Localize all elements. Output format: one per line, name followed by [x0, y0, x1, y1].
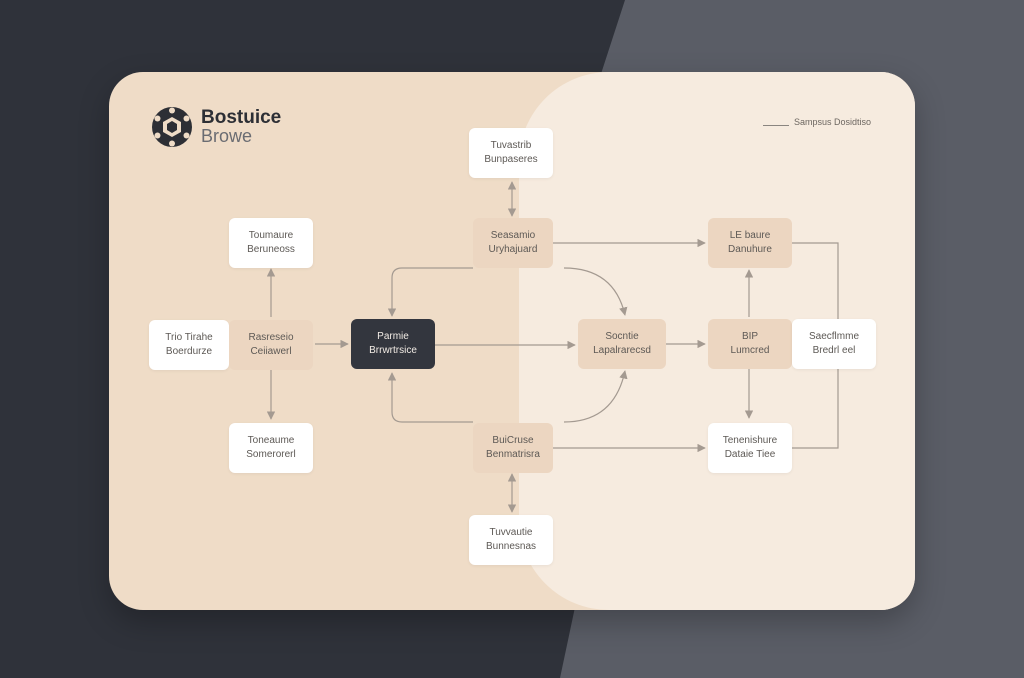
- node-line: Lumcred: [730, 345, 770, 356]
- node-top-mid[interactable]: Seasamio Uryhajuard: [473, 218, 553, 268]
- node-line: Parmie: [377, 331, 409, 342]
- brand-name: Bostuice: [201, 107, 282, 128]
- node-left-mid[interactable]: Rasreseio Ceiiawerl: [229, 320, 313, 370]
- node-line: Seasamio: [490, 230, 536, 241]
- wire-mid-loop-up: [387, 267, 473, 317]
- node-line: Ceiiawerl: [250, 346, 292, 357]
- node-line: Lapalrarecsd: [593, 345, 651, 356]
- wire-curve-down: [563, 267, 628, 316]
- node-right-mid[interactable]: BIP Lumcred: [708, 319, 792, 369]
- hexagon-dots-icon: [152, 107, 192, 147]
- brand-subtitle: Browe: [201, 126, 253, 146]
- node-top-upper[interactable]: Tuvastrib Bunpaseres: [469, 128, 553, 178]
- wire-mid-loop-down: [387, 372, 473, 423]
- node-line: Trio Tirahe: [165, 332, 213, 343]
- node-center-right[interactable]: Socntie Lapalrarecsd: [578, 319, 666, 369]
- node-center-dark[interactable]: Parmie Brrwrtrsice: [351, 319, 435, 369]
- header-label: Sampsus Dosidtiso: [794, 117, 872, 127]
- node-line: Boerdurze: [165, 346, 213, 357]
- node-line: Tenenishure: [722, 435, 778, 446]
- wire-curve-up: [563, 370, 628, 423]
- node-line: Somerorerl: [246, 449, 296, 460]
- diagram-card: Bostuice Browe Sampsus Dosidtiso Tuvastr…: [109, 72, 915, 610]
- node-line: BuiCruse: [492, 435, 534, 446]
- node-left-input[interactable]: Trio Tirahe Boerdurze: [149, 320, 229, 370]
- node-line: Bunpaseres: [484, 154, 538, 165]
- node-right-output[interactable]: Saecflmme Bredrl eel: [792, 319, 876, 369]
- node-line: Tuvastrib: [490, 140, 532, 151]
- header-rule: [763, 125, 789, 126]
- node-right-upper[interactable]: LE baure Danuhure: [708, 218, 792, 268]
- brand: Bostuice Browe: [151, 106, 281, 148]
- node-line: Beruneoss: [247, 244, 295, 255]
- node-line: Benmatrisra: [486, 449, 540, 460]
- node-line: Bunnesnas: [485, 541, 537, 552]
- node-line: Dataie Tiee: [724, 449, 776, 460]
- node-left-lower[interactable]: Toneaume Somerorerl: [229, 423, 313, 473]
- connectors: [266, 181, 839, 513]
- node-line: Toumaure: [248, 230, 294, 241]
- node-bottom-mid[interactable]: BuiCruse Benmatrisra: [473, 423, 553, 473]
- node-line: Bredrl eel: [812, 345, 856, 356]
- node-line: LE baure: [729, 230, 771, 241]
- node-line: Socntie: [605, 331, 639, 342]
- node-right-lower[interactable]: Tenenishure Dataie Tiee: [708, 423, 792, 473]
- node-line: Brrwrtrsice: [369, 345, 417, 356]
- node-line: Tuvvautie: [489, 527, 533, 538]
- node-line: Uryhajuard: [488, 244, 538, 255]
- node-left-upper[interactable]: Toumaure Beruneoss: [229, 218, 313, 268]
- node-line: BIP: [741, 331, 759, 342]
- node-line: Saecflmme: [808, 331, 859, 342]
- node-line: Rasreseio: [248, 332, 294, 343]
- node-bottom-lower[interactable]: Tuvvautie Bunnesnas: [469, 515, 553, 565]
- node-line: Danuhure: [728, 244, 772, 255]
- node-line: Toneaume: [247, 435, 295, 446]
